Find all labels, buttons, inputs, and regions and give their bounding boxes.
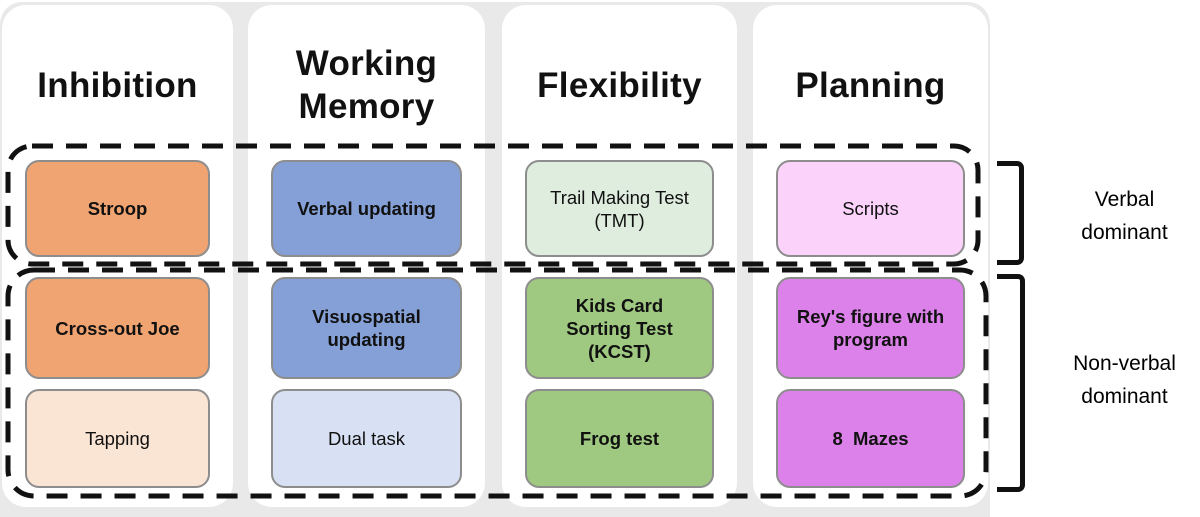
column-planning: Planning Scripts Rey's figure with progr… [753, 5, 988, 507]
column-working-memory: Working Memory Verbal updating Visuospat… [248, 5, 485, 507]
column-header-planning: Planning [795, 65, 946, 105]
task-box-8-mazes: 8 Mazes [776, 389, 965, 488]
column-flexibility: Flexibility Trail Making Test (TMT) Kids… [502, 5, 737, 507]
task-box-tapping: Tapping [25, 389, 210, 488]
verbal-dominant-label: Verbal dominant [1081, 188, 1168, 244]
nonverbal-dominant-label: Non-verbal dominant [1073, 352, 1176, 408]
column-header-working-memory: Working Memory [295, 44, 438, 126]
task-box-dual-task: Dual task [271, 389, 462, 488]
column-inhibition: Inhibition Stroop Cross-out Joe Tapping [2, 5, 233, 507]
task-box-cross-out-joe: Cross-out Joe [25, 277, 210, 379]
task-box-scripts: Scripts [776, 160, 965, 257]
column-header-flexibility: Flexibility [537, 65, 702, 105]
verbal-bracket [997, 161, 1024, 265]
task-box-trail-making-test: Trail Making Test (TMT) [525, 160, 714, 257]
column-header-inhibition: Inhibition [37, 65, 198, 105]
task-box-frog-test: Frog test [525, 389, 714, 488]
task-box-kids-card-sorting-test: Kids Card Sorting Test (KCST) [525, 277, 714, 379]
task-box-stroop: Stroop [25, 160, 210, 257]
nonverbal-bracket [997, 274, 1025, 492]
task-box-reys-figure-with-program: Rey's figure with program [776, 277, 965, 379]
task-box-verbal-updating: Verbal updating [271, 160, 462, 257]
task-box-visuospatial-updating: Visuospatial updating [271, 277, 462, 379]
